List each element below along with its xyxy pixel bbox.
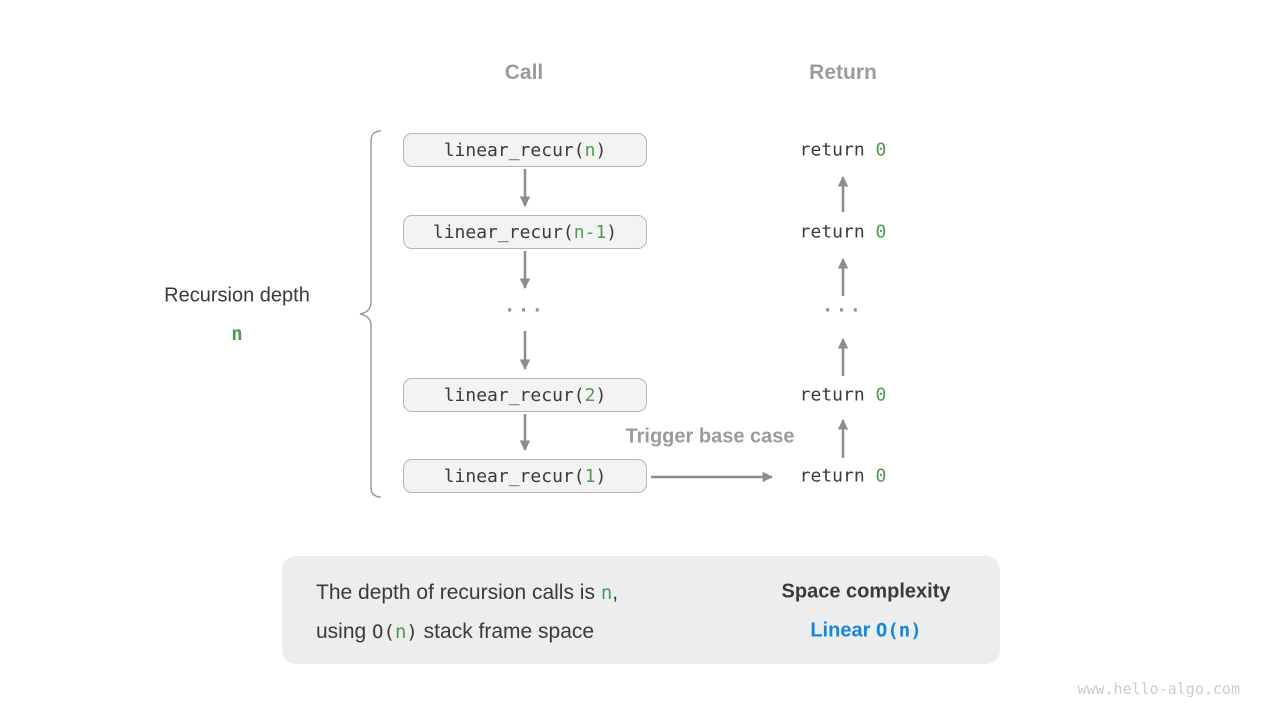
recursion-depth-brace (359, 130, 382, 498)
frame-arg: n (584, 139, 596, 161)
complexity-code: O(n) (875, 619, 922, 642)
summary-panel (282, 556, 1000, 664)
call-column-header: Call (504, 61, 544, 84)
space-complexity-value: Linear O(n) (810, 619, 922, 642)
space-complexity-title: Space complexity (781, 580, 951, 603)
frame-arg: n-1 (573, 221, 607, 243)
call-frame-box: linear_recur(1) (403, 459, 647, 493)
summary-n-highlight: n (600, 582, 613, 604)
summary-line-2: using O(n) stack frame space (316, 620, 595, 643)
site-watermark: www.hello-algo.com (1077, 680, 1240, 698)
return-value: 0 (875, 221, 887, 243)
frame-arg: 2 (584, 384, 596, 406)
return-value: 0 (875, 139, 887, 161)
frame-arg: 1 (584, 465, 596, 487)
return-statement: return 0 (799, 384, 887, 406)
recursion-depth-value: n (231, 323, 243, 345)
call-frame-code: linear_recur(n) (443, 139, 607, 161)
summary-line-1: The depth of recursion calls is n, (316, 581, 619, 604)
recursion-depth-label: Recursion depth (164, 284, 310, 307)
call-frame-box: linear_recur(n-1) (403, 215, 647, 249)
return-statement: return 0 (799, 465, 887, 487)
call-frame-code: linear_recur(n-1) (432, 221, 618, 243)
call-frame-box: linear_recur(2) (403, 378, 647, 412)
call-frame-box: linear_recur(n) (403, 133, 647, 167)
return-column-header: Return (809, 61, 877, 84)
call-frame-code: linear_recur(1) (443, 465, 607, 487)
summary-n-highlight: n (394, 621, 407, 643)
return-column-ellipsis: ... (822, 295, 864, 317)
return-value: 0 (875, 384, 887, 406)
return-statement: return 0 (799, 139, 887, 161)
return-value: 0 (875, 465, 887, 487)
return-statement: return 0 (799, 221, 887, 243)
call-frame-code: linear_recur(2) (443, 384, 607, 406)
call-stack-ellipsis: ... (504, 295, 546, 317)
trigger-base-case-label: Trigger base case (625, 425, 795, 448)
